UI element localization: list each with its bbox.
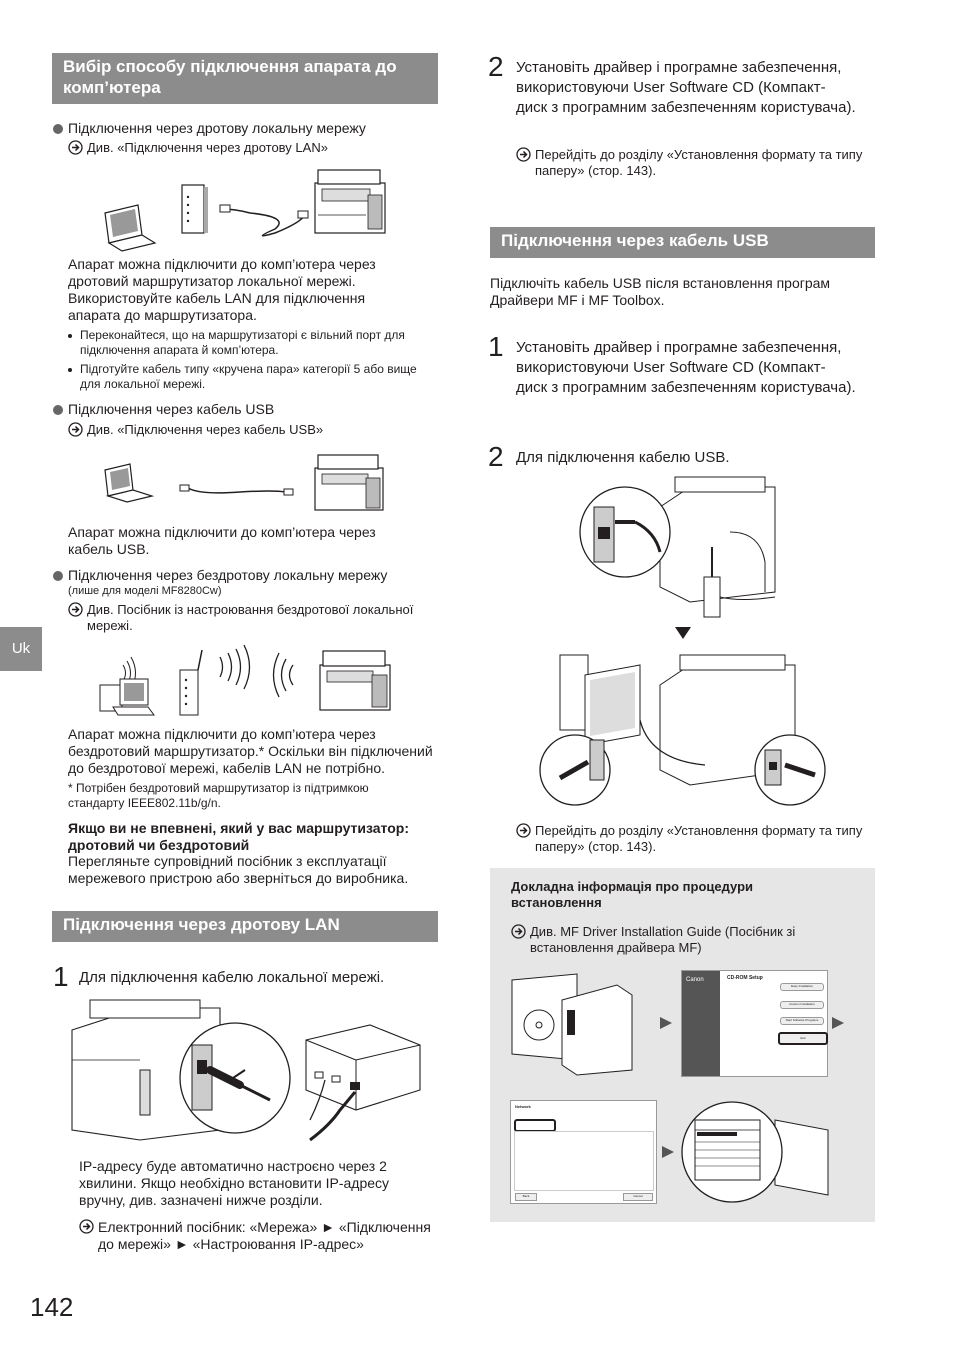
wired-note-2: Підготуйте кабель типу «кручена пара» ка… <box>68 362 438 392</box>
screen-custom-install-button[interactable]: Custom Installation <box>780 1001 824 1009</box>
lan-cable-illustration <box>71 999 421 1142</box>
wireless-bullet-text: Підключення через бездротову локальну ме… <box>68 567 388 583</box>
lan-step1-text: Для підключення кабелю локальної мережі. <box>79 969 385 986</box>
step2-ref: Перейдіть до розділу «Установлення форма… <box>535 147 863 178</box>
info-ref: Див. MF Driver Installation Guide (Посіб… <box>530 924 796 955</box>
screen-exit-button[interactable]: Exit <box>778 1032 828 1045</box>
usb-bullet-text: Підключення через кабель USB <box>68 401 275 417</box>
dialog-list-panel <box>514 1131 654 1191</box>
wireless-footnote: * Потрібен бездротовий маршрутизатор із … <box>68 781 369 810</box>
info-title: Докладна інформація про процедури встано… <box>511 879 754 910</box>
bullet <box>53 571 63 581</box>
usb-step2-text: Для підключення кабелю USB. <box>516 449 730 466</box>
bullet <box>53 405 63 415</box>
usb-computer-printer-illustration <box>539 654 826 806</box>
arrow-circle-icon <box>68 602 83 617</box>
wired-note-1: Переконайтеся, що на маршрутизаторі є ві… <box>68 328 438 358</box>
usb-intro: Підключіть кабель USB після встановлення… <box>490 275 831 308</box>
unsure-text: Перегляньте супровідний посібник з експл… <box>68 853 409 886</box>
screen-title: CD-ROM Setup <box>727 975 763 981</box>
unsure-heading: Якщо ви не впевнені, який у вас маршрути… <box>68 820 409 853</box>
network-dialog-screen: Network Back Cancel <box>510 1100 657 1204</box>
step-number: 2 <box>488 441 504 472</box>
arrow-circle-icon <box>68 140 83 155</box>
settings-zoom-illustration <box>681 1101 829 1203</box>
wired-description: Апарат можна підключити до комп’ютера че… <box>68 256 376 323</box>
cd-setup-screen: Canon CD-ROM Setup Easy Installation Cus… <box>681 970 828 1077</box>
usb-ref: Див. «Підключення через кабель USB» <box>87 422 324 437</box>
dialog-back-button[interactable]: Back <box>515 1193 537 1201</box>
arrow-down-icon <box>675 627 691 639</box>
section-title-usb: Підключення через кабель USB <box>490 227 875 258</box>
screen-start-programs-button[interactable]: Start Software Programs <box>780 1017 824 1025</box>
arrow-circle-icon <box>79 1219 94 1234</box>
lan-ref: Електронний посібник: «Мережа» ► «Підклю… <box>98 1219 431 1252</box>
wireless-model-note: (лише для моделі MF8280Cw) <box>68 585 222 597</box>
section-title-connection-method: Вибір способу підключення апарата до ком… <box>52 53 438 104</box>
bullet <box>68 368 72 372</box>
arrow-right-icon <box>662 1146 674 1158</box>
usb-step1-text: Установіть драйвер і програмне забезпече… <box>516 339 856 396</box>
wireless-description: Апарат можна підключити до комп’ютера че… <box>68 726 433 776</box>
arrow-circle-icon <box>516 823 531 838</box>
wired-ref: Див. «Підключення через дротову LAN» <box>87 140 328 155</box>
usb-ref: Перейдіть до розділу «Установлення форма… <box>535 823 863 854</box>
lan-after-text: IP-адресу буде автоматично настроєно чер… <box>79 1158 390 1208</box>
step2-text: Установіть драйвер і програмне забезпече… <box>516 59 856 116</box>
arrow-right-icon <box>832 1017 844 1029</box>
usb-description: Апарат можна підключити до комп’ютера че… <box>68 524 376 557</box>
usb-connection-illustration <box>104 454 384 511</box>
wireless-ref: Див. Посібник із настроювання бездротово… <box>87 602 414 633</box>
wired-bullet-text: Підключення через дротову локальну мереж… <box>68 120 366 136</box>
language-tab: Uk <box>0 627 42 671</box>
wired-connection-illustration <box>104 169 386 252</box>
arrow-circle-icon <box>511 924 526 939</box>
bullet <box>68 334 72 338</box>
screen-brand: Canon <box>686 977 704 983</box>
step-number: 1 <box>488 331 504 362</box>
dialog-title: Network <box>515 1104 531 1109</box>
usb-printer-port-illustration <box>579 476 776 618</box>
cd-computer-illustration <box>511 973 633 1076</box>
dialog-cancel-button[interactable]: Cancel <box>623 1193 653 1201</box>
step-number: 1 <box>53 961 69 992</box>
section-title-wired-lan: Підключення через дротову LAN <box>52 911 438 942</box>
arrow-right-icon <box>660 1017 672 1029</box>
bullet <box>53 124 63 134</box>
wireless-connection-illustration <box>99 644 391 716</box>
screen-easy-install-button[interactable]: Easy Installation <box>780 983 824 991</box>
step-number: 2 <box>488 51 504 82</box>
page-number: 142 <box>30 1292 74 1322</box>
arrow-circle-icon <box>516 147 531 162</box>
screen-side-panel <box>682 971 720 1076</box>
arrow-circle-icon <box>68 422 83 437</box>
